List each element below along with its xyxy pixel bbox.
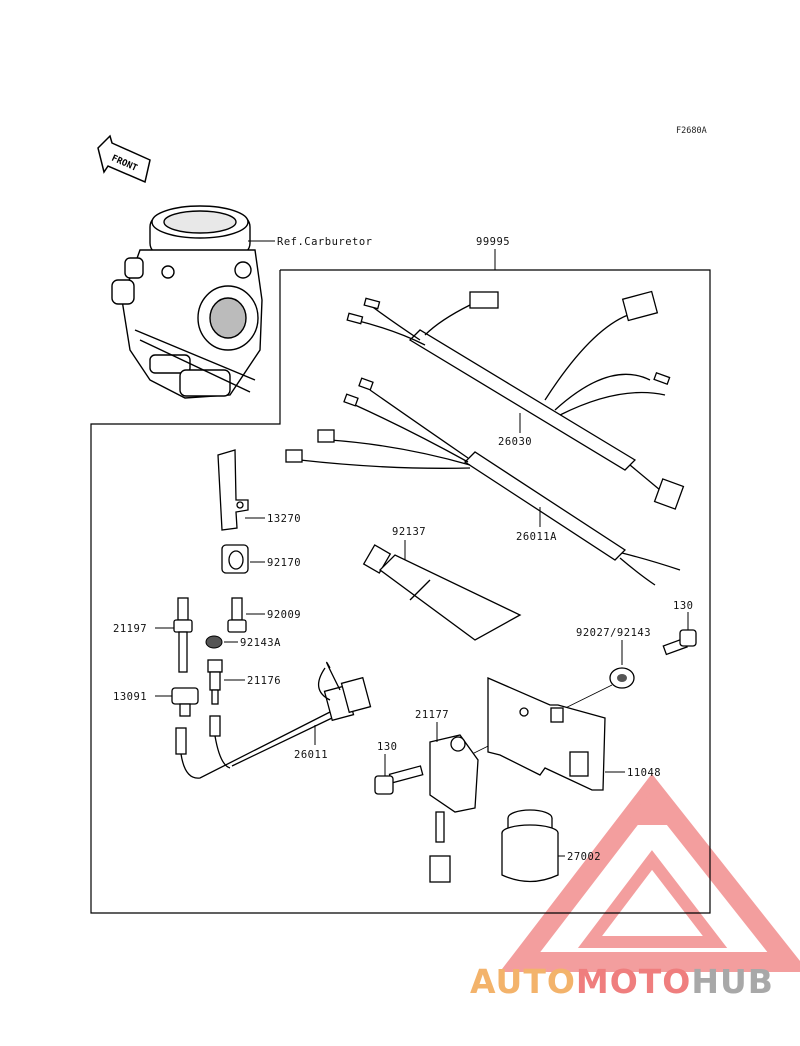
clamp-92170 <box>221 544 249 574</box>
label-99995: 99995 <box>476 236 510 248</box>
bolt-130-top <box>662 629 697 656</box>
switch-21176 <box>207 659 223 705</box>
igniter-21177 <box>429 734 479 883</box>
label-21176: 21176 <box>247 675 281 687</box>
collar-92027-hole <box>617 674 627 682</box>
label-92137: 92137 <box>392 526 426 538</box>
kit-frame <box>90 269 711 914</box>
holder-13091 <box>171 687 199 717</box>
wire-harness-26030 <box>346 290 685 510</box>
label-92143A: 92143A <box>240 637 281 649</box>
wire-harness-26011A <box>285 377 681 586</box>
label-21197: 21197 <box>113 623 147 635</box>
label-26011: 26011 <box>294 749 328 761</box>
label-92009: 92009 <box>267 609 301 621</box>
label-11048: 11048 <box>627 767 661 779</box>
carburetor-illustration <box>111 205 263 399</box>
watermark-logo: AUTOMOTOHUB <box>470 962 774 1001</box>
sensor-21197 <box>173 597 193 673</box>
label-26011A: 26011A <box>516 531 557 543</box>
bracket-11048 <box>487 677 606 791</box>
label-ref-carburetor: Ref.Carburetor <box>277 236 373 248</box>
label-26030: 26030 <box>498 436 532 448</box>
grease-tube-92137 <box>362 544 522 641</box>
screw-92009 <box>227 597 247 633</box>
label-21177: 21177 <box>415 709 449 721</box>
logo-part-hub: HUB <box>691 962 774 1001</box>
label-13091: 13091 <box>113 691 147 703</box>
label-13270: 13270 <box>267 513 301 525</box>
figure-code: F2680A <box>676 126 707 136</box>
front-arrow-icon: FRONT <box>97 134 151 184</box>
label-27002: 27002 <box>567 851 601 863</box>
bracket-13270 <box>217 449 249 531</box>
logo-part-moto: MOTO <box>575 962 692 1001</box>
label-130-left: 130 <box>377 741 397 753</box>
collar-92143A <box>205 635 223 649</box>
watermark-triangle <box>499 773 800 972</box>
lead-wire-26011 <box>175 661 372 779</box>
label-130-top: 130 <box>673 600 693 612</box>
label-92170: 92170 <box>267 557 301 569</box>
logo-part-auto: AUTO <box>470 962 576 1001</box>
bolt-130-left <box>374 765 424 795</box>
relay-27002 <box>501 809 559 883</box>
label-92027-92143: 92027/92143 <box>576 627 651 639</box>
